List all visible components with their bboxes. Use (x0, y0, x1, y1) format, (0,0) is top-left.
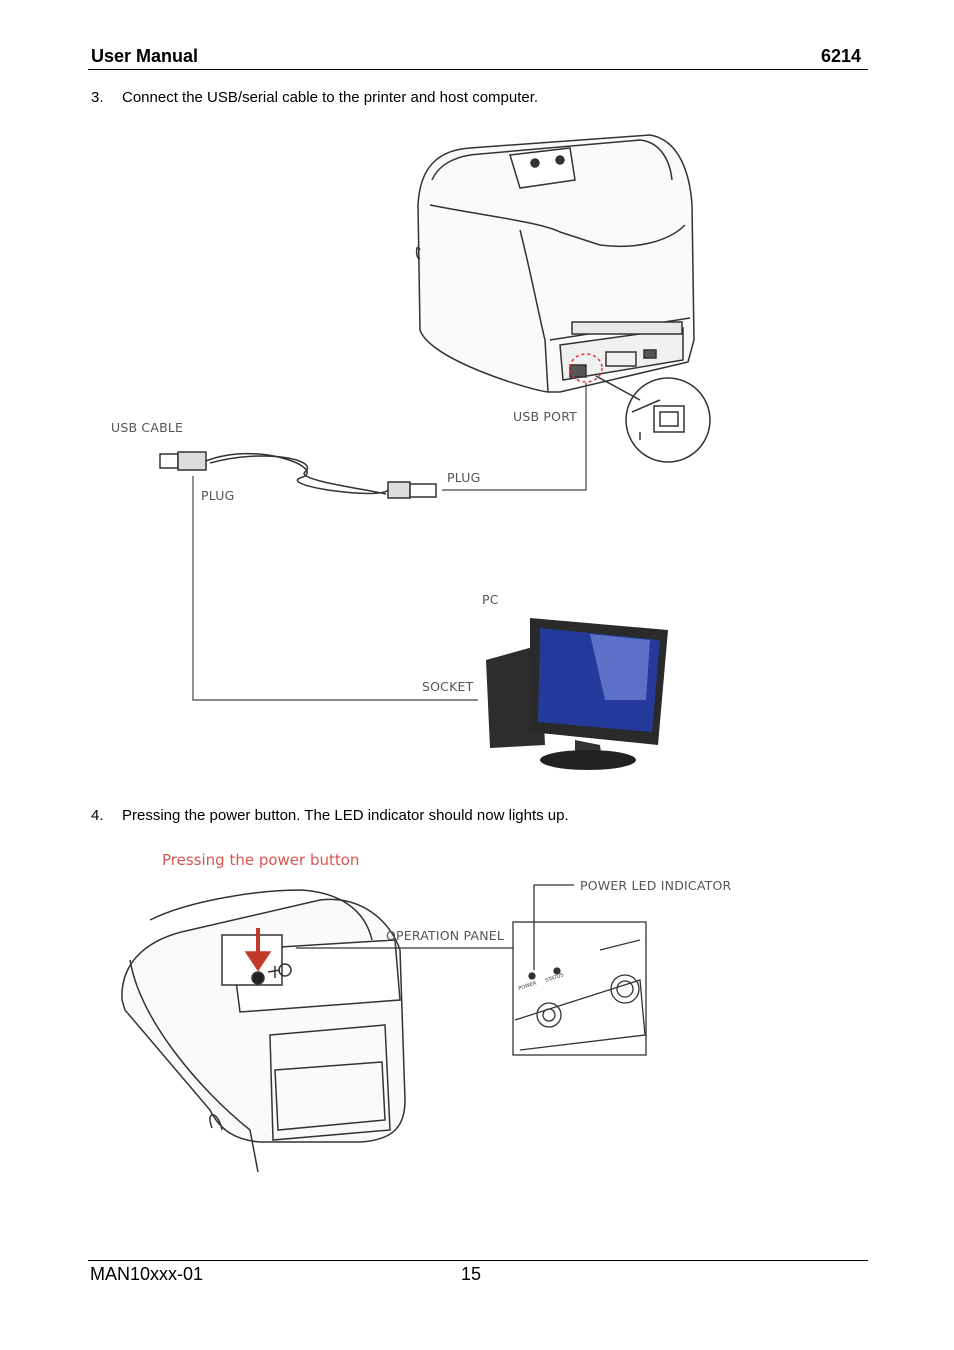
printer-front-illustration (121, 889, 406, 1173)
step-text: Connect the USB/serial cable to the prin… (122, 89, 539, 106)
usb-cable-label: USB CABLE (111, 420, 183, 435)
power-button-caption: Pressing the power button (162, 851, 359, 869)
operation-panel-label: OPERATION PANEL (386, 928, 504, 943)
footer-rule (88, 1260, 868, 1261)
panel-power-label: POWER (518, 980, 538, 992)
power-led-label: POWER LED INDICATOR (580, 878, 731, 893)
step-number: 4. (91, 807, 104, 824)
plug-right-label: PLUG (447, 470, 481, 485)
power-button-figure: Pressing the power button POWER STATUS P… (121, 851, 731, 1173)
pc-label: PC (482, 592, 499, 607)
leader-lines (192, 383, 587, 701)
footer-doc-id: MAN10xxx-01 (90, 1264, 204, 1284)
panel-status-label: STATUS (545, 972, 565, 984)
header-rule (88, 69, 868, 70)
step-text: Pressing the power button. The LED indic… (122, 807, 569, 824)
usb-port-callout (595, 375, 711, 463)
header-title: User Manual (91, 46, 199, 66)
footer-page-number: 15 (461, 1264, 482, 1284)
usb-port-label: USB PORT (513, 409, 577, 424)
socket-label: SOCKET (422, 679, 474, 694)
pc-monitor-illustration (486, 618, 668, 770)
step-number: 3. (91, 89, 104, 106)
usb-cable-illustration (159, 451, 437, 499)
printer-rear-illustration (415, 134, 695, 393)
page-header: User Manual 6214 (90, 46, 867, 68)
header-doc-number: 6214 (820, 46, 861, 66)
plug-left-label: PLUG (201, 488, 235, 503)
usb-connection-figure: USB CABLE USB PORT PLUG PLUG PC SOCKET (111, 134, 711, 770)
operation-panel-callout (296, 884, 647, 1056)
